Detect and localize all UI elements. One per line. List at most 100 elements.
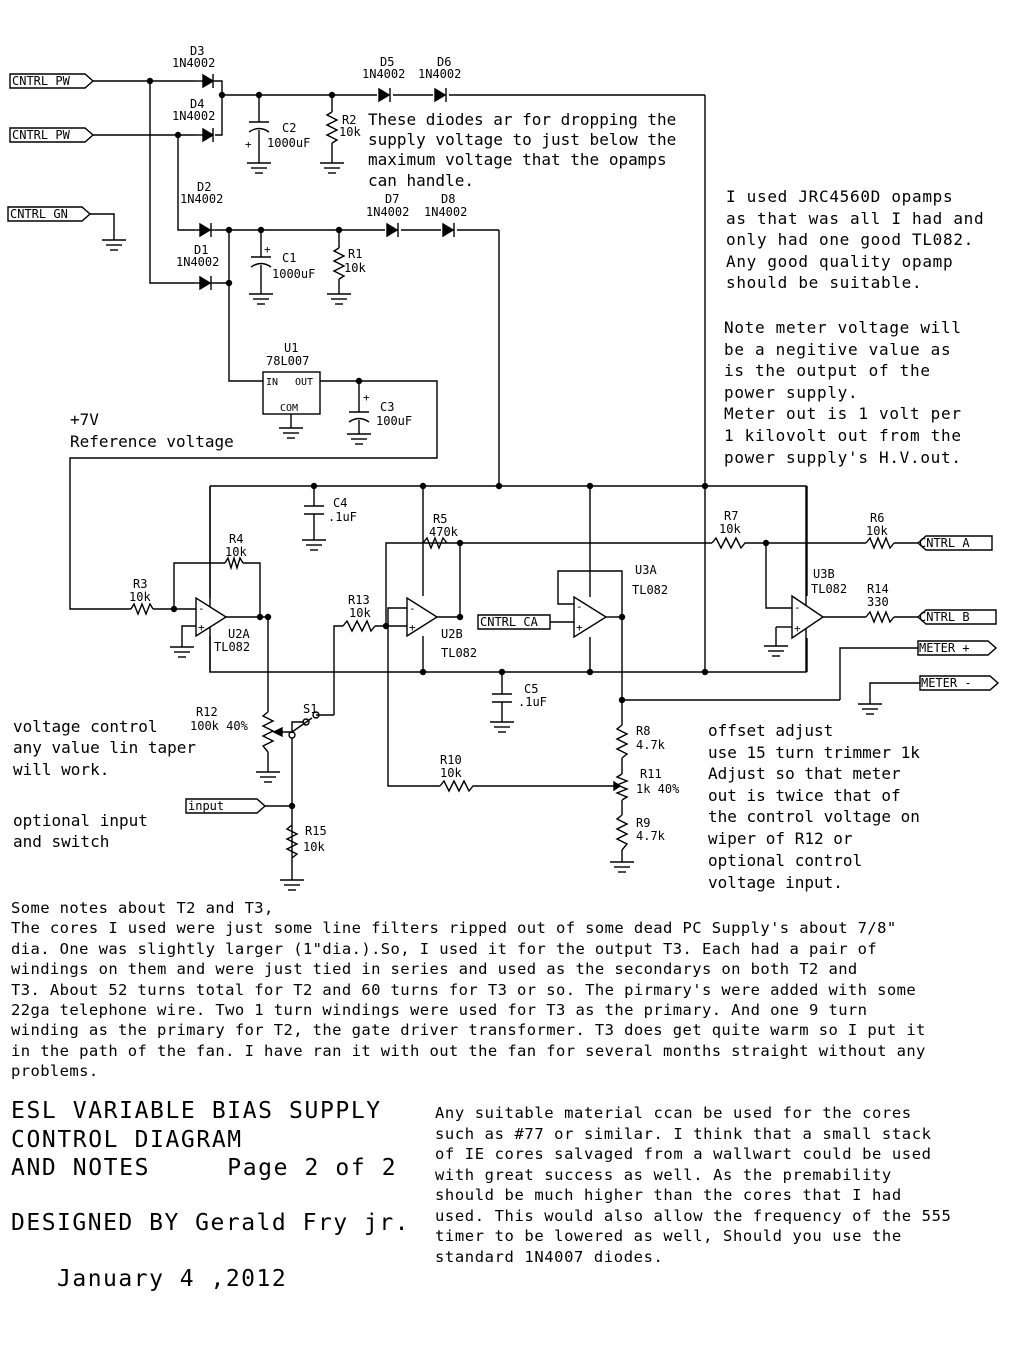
wiring [69,80,920,880]
resistor-r5: R5 470k [422,512,459,550]
c2-value: 1000uF [267,136,310,150]
r15-value: 10k [303,840,325,854]
offset-adjust-line-6: wiper of R12 or [708,829,853,848]
capacitor-c4: C4 .1uF [304,496,357,540]
diode-d7: D7 1N4002 [366,192,409,238]
diode-d2: D2 1N4002 [180,180,223,238]
diode-note-line-1: These diodes ar for dropping the [368,110,676,129]
r2-ref: R2 [342,113,356,127]
port-cntrl-pw-2-label: CNTRL PW [12,128,71,142]
svg-text:-: - [198,602,205,615]
c1-ref: C1 [282,251,296,265]
u1-pin-com: COM [280,403,298,414]
port-cntrl-gn-label: CNTRL GN [10,207,68,221]
r3-ref: R3 [133,577,147,591]
r7-value: 10k [719,522,741,536]
resistor-r14: R14 330 [865,582,895,624]
ref-voltage-line-2: Reference voltage [70,432,234,451]
optional-input-line-2: and switch [13,832,109,851]
port-meter-minus: METER - [919,675,1000,691]
r8-ref: R8 [636,724,650,738]
c5-ref: C5 [524,682,538,696]
offset-adjust-line-4: out is twice that of [708,786,901,805]
r14-value: 330 [867,595,889,609]
d6-value: 1N4002 [418,67,461,81]
t2-t3-notes: Some notes about T2 and T3, The cores I … [11,899,926,1081]
svg-text:+: + [576,621,583,634]
u3b-value: TL082 [811,582,847,596]
offset-adjust-line-2: use 15 turn trimmer 1k [708,743,920,762]
diode-note: These diodes ar for dropping the supply … [368,110,676,190]
d8-ref: D8 [441,192,455,206]
d1-value: 1N4002 [176,255,219,269]
r13-ref: R13 [348,593,370,607]
offset-adjust-line-5: the control voltage on [708,807,920,826]
d5-value: 1N4002 [362,67,405,81]
r4-ref: R4 [229,532,243,546]
c2-ref: C2 [282,121,296,135]
r15-ref: R15 [305,824,327,838]
u3a-value: TL082 [632,583,668,597]
r5-ref: R5 [433,512,447,526]
diode-d1: D1 1N4002 [176,243,219,291]
svg-text:+: + [794,622,801,635]
resistor-r11: R11 1k 40% [613,767,680,801]
resistor-r9: R9 4.7k [615,814,666,851]
u1-value: 78L007 [266,354,309,368]
port-cntrl-gn: CNTRL GN [7,206,92,222]
offset-adjust-line-7: optional control [708,851,862,870]
d3-ref: D3 [190,44,204,58]
offset-adjust-line-1: offset adjust [708,721,833,740]
diode-d4: D4 1N4002 [172,97,215,143]
opamp-side-note: I used JRC4560D opamps as that was all I… [726,187,985,293]
r11-value: 1k 40% [636,782,680,796]
c5-value: .1uF [518,695,547,709]
svg-text:+: + [198,621,205,634]
voltage-control-note: voltage control any value lin taper will… [13,717,196,779]
resistor-r13: R13 10k [342,593,376,633]
port-cntrl-b: CNTRL B [916,609,997,625]
r6-ref: R6 [870,511,884,525]
c1-value: 1000uF [272,267,315,281]
port-cntrl-a-label: CNTRL A [919,536,970,550]
svg-text:-: - [409,602,416,615]
cores-notes: Any suitable material ccan be used for t… [435,1104,952,1266]
port-cntrl-a: CNTRL A [916,535,993,551]
port-cntrl-pw-1-label: CNTRL PW [12,74,71,88]
r10-value: 10k [440,766,462,780]
d1-ref: D1 [194,243,208,257]
u2b-ref: U2B [441,627,463,641]
r11-ref: R11 [640,767,662,781]
diode-d8: D8 1N4002 [424,192,467,238]
d5-ref: D5 [380,55,394,69]
u3b-ref: U3B [813,567,835,581]
d4-value: 1N4002 [172,109,215,123]
resistor-r7: R7 10k [711,509,748,550]
port-cntrl-ca: CNTRL CA [477,614,551,630]
regulator-u1: U1 78L007 IN OUT COM [262,341,321,415]
opamp-u2b: -+ U2B TL082 [406,596,477,660]
resistor-r10: R10 10k [439,753,476,793]
offset-adjust-line-3: Adjust so that meter [708,764,901,783]
opamp-u2a: -+ U2A TL082 [195,596,250,654]
voltage-control-line-1: voltage control [13,717,158,736]
opamp-u3b: -+ U3B TL082 [791,567,847,640]
r1-ref: R1 [348,247,362,261]
title-block-title: ESL VARIABLE BIAS SUPPLY CONTROL DIAGRAM… [11,1098,398,1181]
resistor-r4: R4 10k [224,532,247,571]
resistor-r8: R8 4.7k [615,724,666,759]
svg-text:+: + [245,138,252,151]
diode-d6: D6 1N4002 [418,55,461,103]
port-meter-minus-label: METER - [921,676,972,690]
resistor-r2: R2 10k [325,111,361,163]
svg-text:+: + [363,391,370,404]
resistor-r12: R12 100k 40% [190,705,283,753]
diode-note-line-3: maximum voltage that the opamps [368,150,667,169]
d2-value: 1N4002 [180,192,223,206]
d6-ref: D6 [437,55,451,69]
meter-side-note: Note meter voltage will be a negitive va… [724,318,962,467]
r13-value: 10k [349,606,371,620]
r9-ref: R9 [636,816,650,830]
u1-ref: U1 [284,341,298,355]
r6-value: 10k [866,524,888,538]
